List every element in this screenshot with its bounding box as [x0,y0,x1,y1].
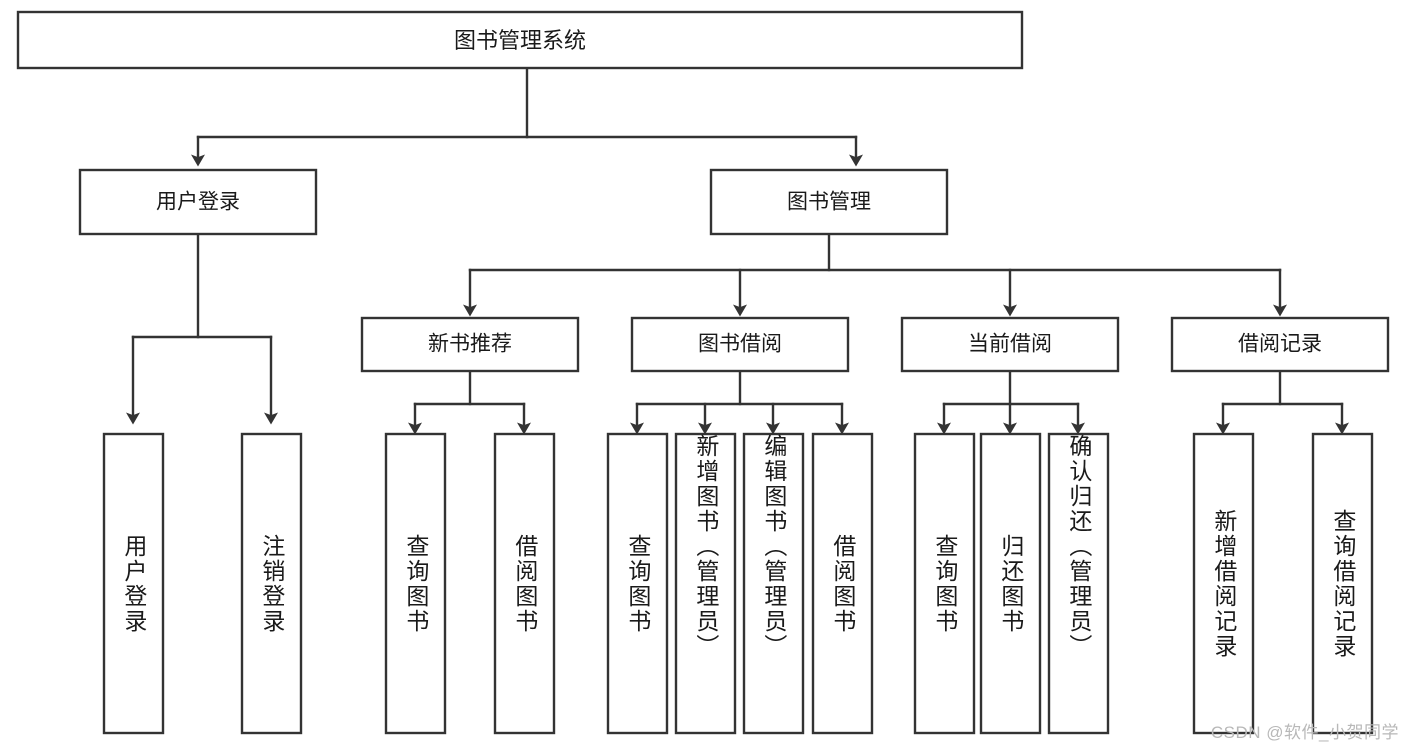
leaf-box-newbook-1[interactable] [493,432,556,735]
node-new-book-recommend-label: 新书推荐 [428,333,512,356]
connector-root-to-level2 [191,66,863,167]
node-user-login[interactable]: 用户登录 [78,168,318,236]
node-book-borrow[interactable]: 图书借阅 [630,316,850,373]
connector-bookmgmt-to-level3 [463,232,1287,317]
connector-bookborrow-to-leaves [630,369,849,435]
leaf-boxes-current-borrow [913,432,1110,735]
connector-newbook-to-leaves [408,369,531,435]
leaf-boxes-borrow-record [1192,432,1374,735]
node-root-system-label: 图书管理系统 [454,28,586,53]
leaf-box-currentborrow-2[interactable] [1047,432,1110,735]
csdn-watermark: CSDN @软件_小贺同学 [1210,723,1399,742]
leaf-boxes-user-login [102,432,303,735]
node-user-login-label: 用户登录 [156,191,240,214]
leaf-box-borrowrecord-0[interactable] [1192,432,1255,735]
leaf-box-user-login-0[interactable] [102,432,165,735]
node-borrow-record-label: 借阅记录 [1238,333,1322,356]
leaf-boxes-book-borrow [606,432,874,735]
node-root-system[interactable]: 图书管理系统 [16,10,1024,70]
leaf-box-bookborrow-0[interactable] [606,432,669,735]
connector-userlogin-to-leaves [126,232,278,425]
leaf-box-borrowrecord-1[interactable] [1311,432,1374,735]
leaf-box-newbook-0[interactable] [384,432,447,735]
connector-borrowrecord-to-leaves [1216,369,1349,435]
leaf-box-bookborrow-1[interactable] [674,432,737,735]
node-current-borrow[interactable]: 当前借阅 [900,316,1120,373]
node-current-borrow-label: 当前借阅 [968,333,1052,356]
leaf-box-currentborrow-1[interactable] [979,432,1042,735]
node-new-book-recommend[interactable]: 新书推荐 [360,316,580,373]
leaf-box-bookborrow-2[interactable] [742,432,805,735]
node-book-borrow-label: 图书借阅 [698,333,782,356]
node-book-management[interactable]: 图书管理 [709,168,949,236]
connector-currentborrow-to-leaves [937,369,1085,435]
node-borrow-record[interactable]: 借阅记录 [1170,316,1390,373]
leaf-box-bookborrow-3[interactable] [811,432,874,735]
leaf-box-currentborrow-0[interactable] [913,432,976,735]
leaf-boxes-new-book-recommend [384,432,556,735]
leaf-box-user-login-1[interactable] [240,432,303,735]
node-book-management-label: 图书管理 [787,191,871,214]
